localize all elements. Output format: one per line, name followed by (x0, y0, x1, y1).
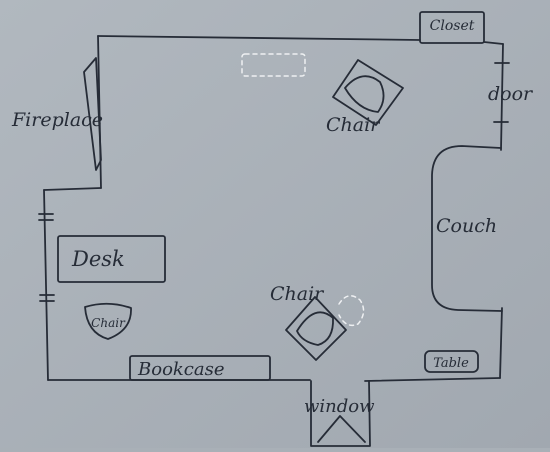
window-label: window (304, 396, 375, 417)
chair-middle (285, 296, 347, 361)
couch-label: Couch (436, 215, 497, 237)
chair-top (332, 59, 404, 126)
closet-label: Closet (430, 18, 475, 34)
chair-small-label: Chair (91, 316, 126, 330)
table-label: Table (433, 356, 469, 371)
faint-rectangle (241, 53, 306, 77)
desk (57, 235, 166, 283)
chair-small (84, 302, 132, 340)
wall-top (97, 35, 504, 45)
left-wall-window-marks (38, 213, 55, 302)
table (424, 350, 479, 373)
wall-right (499, 43, 504, 379)
desk-label: Desk (71, 247, 125, 271)
fireplace (83, 57, 102, 171)
door-label: door (488, 83, 534, 105)
window-bottom (310, 380, 371, 447)
chair-top-label: Chair (326, 114, 381, 136)
chair-middle-label: Chair (270, 283, 325, 305)
bookcase (129, 355, 271, 381)
fireplace-label: Fireplace (11, 109, 103, 131)
couch (431, 145, 503, 312)
wall-step (43, 187, 102, 191)
wall-left-lower (43, 189, 49, 381)
bookcase-label: Bookcase (137, 359, 225, 380)
closet (419, 11, 485, 44)
